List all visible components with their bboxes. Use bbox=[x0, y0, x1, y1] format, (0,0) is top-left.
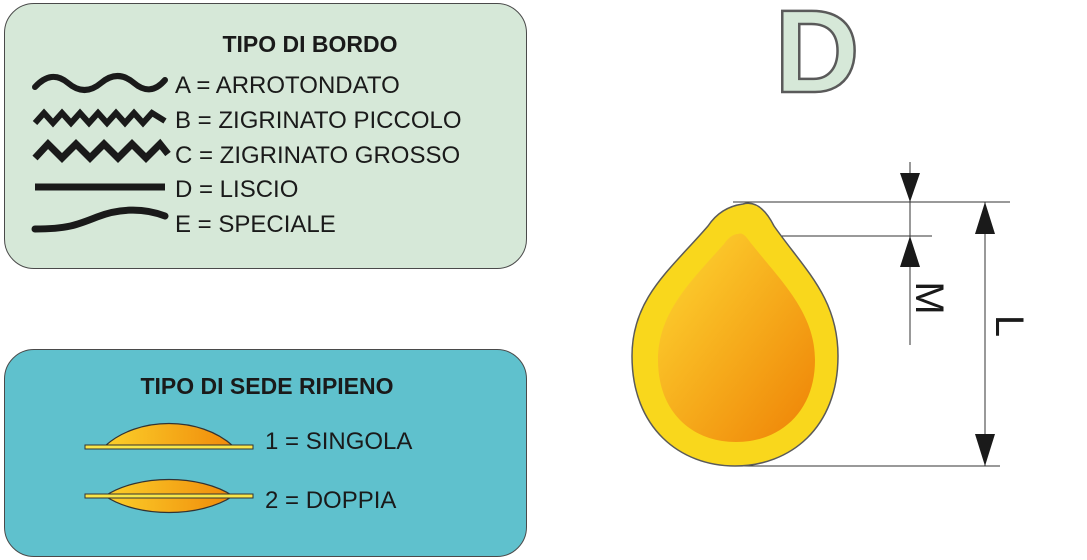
l-dimension-label: L bbox=[987, 314, 1031, 338]
m-dimension-label: M bbox=[907, 281, 951, 315]
filling-seat-1-label: 1 = SINGOLA bbox=[265, 428, 413, 455]
large-zigzag-icon bbox=[32, 138, 171, 163]
border-type-c-label: C = ZIGRINATO GROSSO bbox=[175, 142, 461, 169]
pasta-shape-drawing bbox=[631, 162, 1010, 467]
border-type-b-label: B = ZIGRINATO PICCOLO bbox=[175, 107, 462, 134]
double-seat-icon bbox=[84, 478, 254, 514]
m-arrow-bottom bbox=[900, 236, 920, 267]
l-arrow-top bbox=[975, 202, 995, 234]
small-zigzag-icon bbox=[32, 108, 167, 128]
border-type-a-label: A = ARROTONDATO bbox=[175, 72, 400, 99]
filling-seat-2-label: 2 = DOPPIA bbox=[265, 487, 397, 514]
single-seat-icon bbox=[84, 423, 254, 450]
filling-seat-panel: TIPO DI SEDE RIPIENO 1 = SINGOLA 2 = DOP… bbox=[4, 349, 527, 557]
selected-border-type-letter: D bbox=[773, 0, 861, 118]
border-type-panel: TIPO DI BORDO A = ARROTONDATO B = ZIGRIN… bbox=[4, 3, 527, 269]
l-arrow-bottom bbox=[975, 434, 995, 466]
m-arrow-top bbox=[900, 173, 920, 202]
border-type-title: TIPO DI BORDO bbox=[222, 31, 398, 57]
border-type-e-label: E = SPECIALE bbox=[175, 211, 336, 238]
special-curve-icon bbox=[31, 206, 169, 233]
border-type-d-label: D = LISCIO bbox=[175, 176, 299, 203]
filling-seat-title: TIPO DI SEDE RIPIENO bbox=[140, 373, 394, 399]
rounded-wave-icon bbox=[32, 73, 168, 93]
pasta-filling-shape bbox=[658, 233, 815, 442]
straight-line-icon bbox=[35, 183, 165, 191]
